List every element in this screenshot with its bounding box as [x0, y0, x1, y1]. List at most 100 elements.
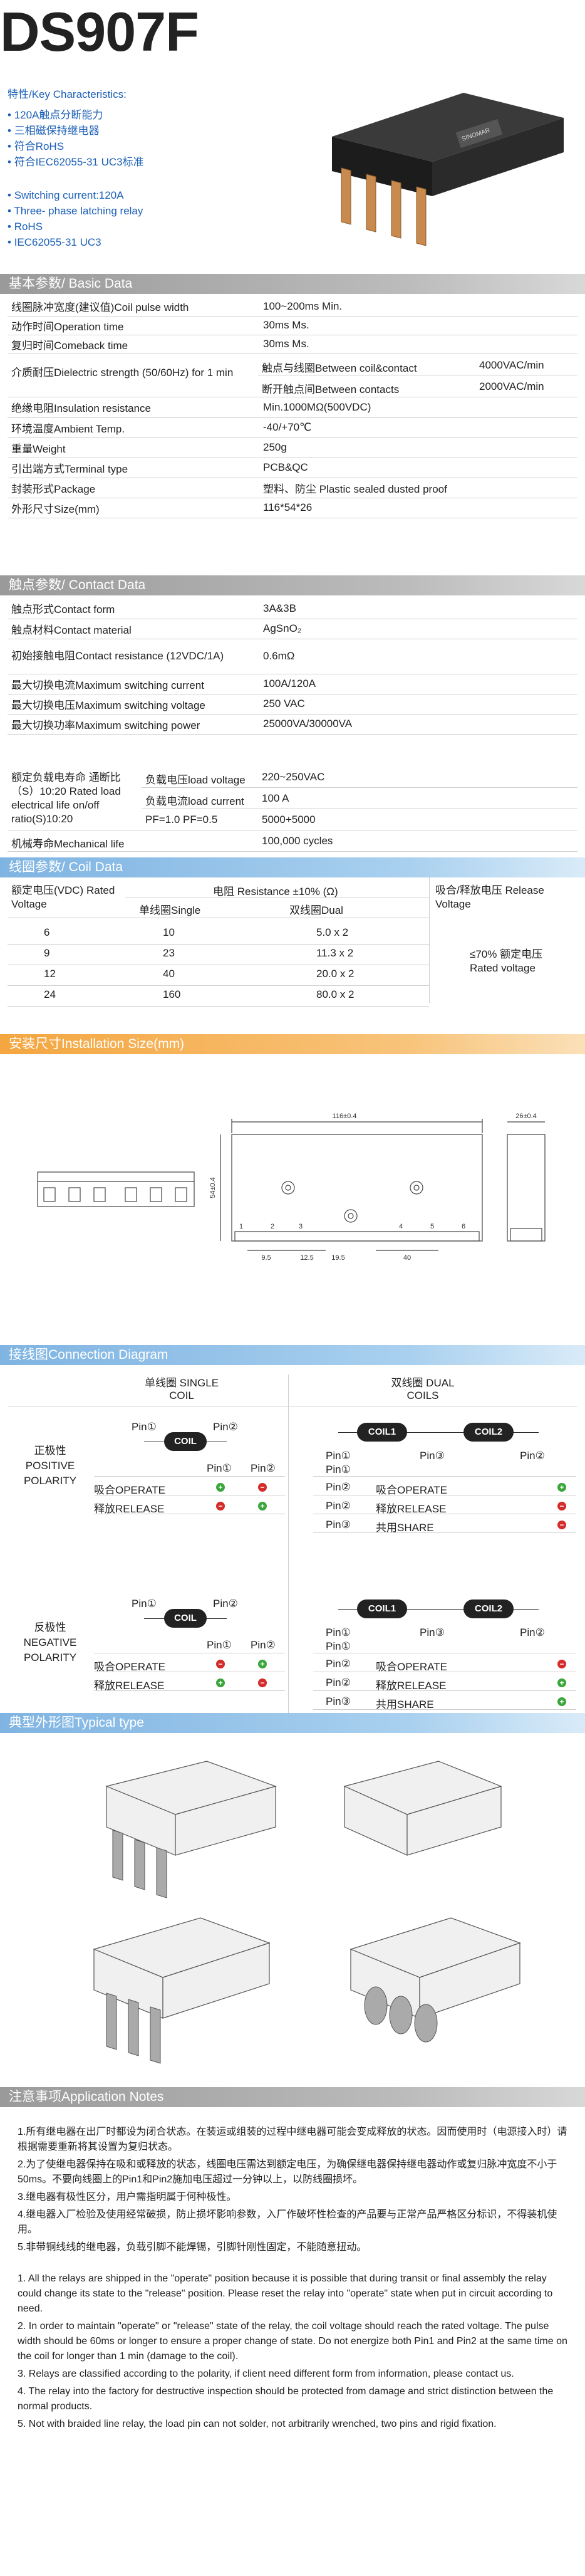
pin-label: Pin② [326, 1658, 351, 1670]
plus-icon: + [216, 1678, 225, 1687]
feature-item: • IEC62055-31 UC3 [8, 236, 101, 248]
coil-symbol: COIL1 [357, 1600, 407, 1618]
plus-icon: + [557, 1483, 566, 1492]
coil-symbol: COIL1 [357, 1423, 407, 1442]
release-label: 释放RELEASE [94, 1680, 165, 1692]
single-coil-header: 单线圈 SINGLE COIL [144, 1377, 219, 1401]
coil-cell-v: 9 [44, 947, 50, 959]
operate-label: 吸合OPERATE [94, 1484, 165, 1496]
plus-icon: + [557, 1678, 566, 1687]
pin-label: Pin① [207, 1462, 232, 1474]
coil-header-single: 单线圈Single [139, 904, 201, 916]
note-cn: 3.继电器有极性区分，用户需指明属于何种极性。 [18, 2192, 237, 2202]
table-row: 初始接触电阻Contact resistance (12VDC/1A)0.6mΩ [8, 639, 577, 674]
note-en: 1. All the relays are shipped in the "op… [18, 2273, 553, 2314]
section-bar-typical: 典型外形图Typical type [0, 1713, 585, 1733]
section-bar-contact: 触点参数/ Contact Data [0, 575, 585, 595]
undefined [313, 1532, 576, 1533]
features-list: 特性/Key Characteristics: • 120A触点分断能力 • 三… [8, 86, 144, 250]
coil-header-release: 吸合/释放电压 Release Voltage [435, 884, 544, 910]
dielectric-label: 介质耐压Dielectric strength (50/60Hz) for 1 … [11, 367, 234, 379]
undefined [313, 1709, 576, 1710]
coil-symbol: COIL2 [463, 1600, 514, 1618]
svg-text:6: 6 [462, 1223, 465, 1230]
operate-label: 吸合OPERATE [376, 1484, 447, 1496]
pin-label: Pin② [213, 1421, 238, 1433]
note-en: 3. Relays are classified according to th… [18, 2369, 514, 2379]
features-heading: 特性/Key Characteristics: [8, 88, 127, 100]
operate-label: 吸合OPERATE [94, 1661, 165, 1673]
application-notes: 1.所有继电器在出厂时都设为闭合状态。在装运或组装的过程中继电器可能会变成释放的… [18, 2125, 569, 2434]
life-sub-value: 100 A [262, 792, 289, 804]
coil-symbol: COIL [164, 1609, 207, 1628]
release-label: 释放RELEASE [94, 1503, 165, 1515]
svg-text:9.5: 9.5 [261, 1254, 271, 1262]
pin-label: Pin③ [326, 1519, 351, 1531]
coil-cell-v: 6 [44, 926, 50, 938]
section-bar-connection: 接线图Connection Diagram [0, 1345, 585, 1365]
note-cn: 1.所有继电器在出厂时都设为闭合状态。在装运或组装的过程中继电器可能会变成释放的… [18, 2127, 567, 2152]
coil-cell-s: 160 [163, 988, 181, 1000]
coil-cell-d: 11.3 x 2 [316, 947, 354, 959]
feature-item: • 120A触点分断能力 [8, 109, 103, 121]
minus-icon: − [216, 1502, 225, 1511]
note-cn: 5.非带铜线线的继电器，负载引脚不能焊锡，引脚针刚性固定，不能随意扭动。 [18, 2242, 367, 2253]
coil-cell-v: 24 [44, 988, 56, 1000]
section-bar-notes: 注意事项Application Notes [0, 2087, 585, 2107]
minus-icon: − [557, 1502, 566, 1511]
connection-diagram: 单线圈 SINGLE COIL 双线圈 DUAL COILS 正极性 POSIT… [0, 1369, 585, 1736]
section-bar-coil: 线圈参数/ Coil Data [0, 857, 585, 877]
life-sub-label: PF=1.0 PF=0.5 [145, 814, 218, 825]
dielectric-val1: 4000VAC/min [479, 359, 544, 371]
coil-symbol: COIL2 [463, 1423, 514, 1442]
plus-icon: + [258, 1502, 267, 1511]
minus-icon: − [557, 1521, 566, 1529]
pin-label: Pin② [520, 1450, 545, 1462]
note-en: 2. In order to maintain "operate" or "re… [18, 2321, 567, 2362]
minus-icon: − [557, 1660, 566, 1668]
pin-label: Pin① [207, 1639, 232, 1651]
life-label: 额定负载电寿命 通断比（S）10:20 Rated load electrica… [11, 772, 121, 825]
pin-label: Pin① [132, 1421, 157, 1433]
plus-icon: + [557, 1697, 566, 1706]
pin-label: Pin② [326, 1677, 351, 1689]
feature-item: • 符合RoHS [8, 140, 65, 152]
undefined [207, 1618, 227, 1619]
operate-label: 吸合OPERATE [376, 1661, 447, 1673]
pin-label: Pin② [251, 1639, 276, 1651]
feature-item: • Switching current:120A [8, 189, 124, 201]
svg-text:12.5: 12.5 [300, 1254, 313, 1262]
dielectric-val2: 2000VAC/min [479, 380, 544, 392]
coil-cell-s: 10 [163, 926, 175, 938]
svg-text:54±0.4: 54±0.4 [209, 1177, 217, 1198]
feature-item: • 符合IEC62055-31 UC3标准 [8, 156, 144, 168]
coil-cell-s: 23 [163, 947, 175, 959]
undefined [338, 1609, 539, 1610]
coil-header-resistance: 电阻 Resistance ±10% (Ω) [213, 886, 338, 898]
coil-symbol: COIL [164, 1432, 207, 1451]
minus-icon: − [258, 1483, 267, 1492]
pin-label: Pin② [326, 1500, 351, 1512]
svg-text:26±0.4: 26±0.4 [515, 1113, 537, 1120]
dual-coil-header: 双线圈 DUAL COILS [391, 1377, 455, 1401]
undefined [144, 1618, 164, 1619]
life-sub-value: 5000+5000 [262, 814, 316, 825]
pin-label: Pin② [251, 1462, 276, 1474]
note-en: 4. The relay into the factory for destru… [18, 2386, 554, 2412]
pin-label: Pin③ [326, 1695, 351, 1707]
pin-label: Pin① [132, 1598, 157, 1610]
undefined [313, 1476, 576, 1477]
svg-text:116±0.4: 116±0.4 [333, 1113, 357, 1120]
undefined [94, 1476, 285, 1477]
release-label: 释放RELEASE [376, 1503, 447, 1515]
note-cn: 2.为了使继电器保持在吸和或释放的状态，线圈电压需达到额定电压，为确保继电器保持… [18, 2159, 557, 2185]
share-label: 共用SHARE [376, 1522, 434, 1534]
